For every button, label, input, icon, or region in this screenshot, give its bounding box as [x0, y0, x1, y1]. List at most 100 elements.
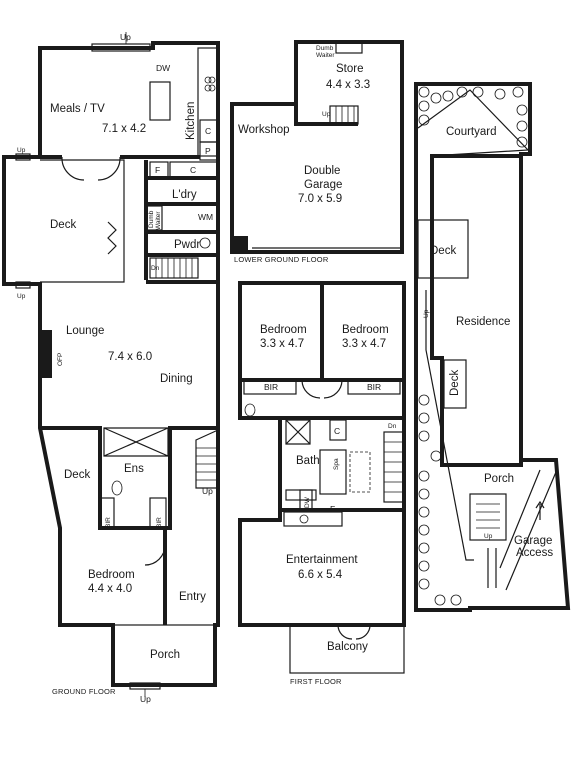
lounge-south-wall	[40, 426, 218, 530]
deck-label: Deck	[50, 219, 76, 231]
up-label-deck-top: Up	[17, 147, 26, 154]
dw-label: DW	[156, 63, 170, 73]
ground-floor-labels: Meals / TV 7.1 x 4.2 Kitchen DW C P F C …	[17, 32, 213, 704]
dn-label-ground: Dn	[151, 265, 160, 272]
garage-dims: 7.0 x 5.9	[298, 193, 342, 205]
garage-label-2: Garage	[304, 179, 342, 191]
courtyard-outline	[417, 89, 530, 157]
lounge-label: Lounge	[66, 325, 104, 337]
lower-ground-title: LOWER GROUND FLOOR	[234, 255, 329, 264]
balcony-outline	[289, 624, 405, 674]
site-porch-up-label: Up	[484, 533, 493, 540]
fireplace	[40, 330, 52, 378]
stairs-first	[383, 431, 405, 503]
dw-first	[299, 489, 313, 511]
meals-window	[91, 43, 151, 52]
entry-label: Entry	[179, 591, 206, 603]
site-trees	[418, 86, 528, 606]
ensuite-shower	[103, 427, 169, 457]
dumb-waiter-ground	[145, 205, 163, 231]
powder-label: Pwdr	[174, 239, 200, 251]
lower-ground-floor-plan	[230, 40, 404, 254]
garage-access-label-1: Garage	[514, 535, 552, 547]
dining-label: Dining	[160, 373, 193, 385]
bir-first-2	[347, 379, 401, 395]
lower-dumb-waiter-label-1: Dumb	[316, 45, 334, 52]
bath-shower	[285, 419, 311, 445]
site-boundary	[414, 82, 571, 612]
dumb-waiter-lower	[335, 42, 363, 54]
spa-tub	[319, 449, 347, 495]
site-porch-label: Porch	[484, 473, 514, 485]
garage-access-label-2: Access	[516, 547, 553, 559]
site-up-label: Up	[423, 309, 430, 318]
balcony-label: Balcony	[327, 641, 368, 653]
stairs-down-ground	[149, 257, 199, 279]
courtyard-label: Courtyard	[446, 126, 497, 138]
deck-bedroom-label: Deck	[64, 469, 90, 481]
site-plan-labels: Courtyard Deck Up Residence Deck Porch U…	[423, 126, 553, 559]
bedroom2-label: Bedroom	[342, 324, 389, 336]
garage-access-path	[499, 469, 557, 591]
residence-label: Residence	[456, 316, 510, 328]
store-stairs	[329, 105, 359, 125]
ground-floor-plan	[2, 32, 220, 697]
up-label-top: Up	[120, 32, 131, 42]
dumb-waiter-label-2: Waiter	[155, 211, 162, 230]
c-label-laundry: C	[190, 165, 196, 175]
entertainment-dims: 6.6 x 5.4	[298, 569, 343, 581]
kitchen-p-pantry	[199, 141, 219, 161]
site-deck2-label: Deck	[449, 370, 461, 396]
site-deck	[417, 219, 469, 279]
bir-first-1	[243, 379, 297, 395]
dn-label-first: Dn	[388, 423, 397, 430]
c-cupboard-laundry	[169, 161, 219, 179]
ensuite-label: Ens	[124, 463, 144, 475]
bedroom-dims: 4.4 x 4.0	[88, 583, 132, 595]
wm-label: WM	[198, 212, 213, 222]
c-label-kitchen: C	[205, 126, 211, 136]
bedroom-label: Bedroom	[88, 569, 135, 581]
entertainment-bench	[283, 511, 343, 527]
lower-up-label: Up	[322, 111, 331, 118]
lower-column	[234, 236, 248, 250]
bir-left	[99, 497, 115, 529]
f-label-first: F	[330, 504, 335, 514]
bir-label-left: BIR	[105, 517, 112, 528]
lounge-dims: 7.4 x 6.0	[108, 351, 152, 363]
f-label: F	[155, 165, 160, 175]
lower-ground-outer-wall	[230, 40, 404, 254]
laundry-label: L'dry	[172, 189, 197, 201]
bedroom2-dims: 3.3 x 4.7	[342, 338, 386, 350]
ofp-label: OFP	[57, 353, 64, 366]
bir-right	[149, 497, 167, 529]
meals-label: Meals / TV	[50, 103, 105, 115]
first-floor-plan	[238, 281, 406, 674]
workshop-label: Workshop	[238, 124, 290, 136]
dumb-waiter-label-1: Dumb	[148, 210, 155, 228]
residence-outline	[430, 154, 523, 467]
store-dims: 4.4 x 3.3	[326, 79, 370, 91]
deck-outline	[40, 159, 125, 283]
entertainment-label: Entertainment	[286, 554, 358, 566]
kitchen-label: Kitchen	[185, 102, 197, 140]
dw-label-first: DW	[304, 496, 311, 508]
site-porch-stairs	[469, 493, 507, 541]
first-floor-title: FIRST FLOOR	[290, 677, 342, 686]
bir-label-first-2: BIR	[367, 382, 381, 392]
bir-label-right: BIR	[156, 517, 163, 528]
c-label-first: C	[334, 426, 340, 436]
f-cupboard	[149, 161, 169, 179]
first-floor-labels: Bedroom 3.3 x 4.7 Bedroom 3.3 x 4.7 BIR …	[260, 324, 397, 686]
first-floor-outer-wall	[238, 281, 406, 627]
site-deck2	[443, 359, 467, 409]
store-label: Store	[336, 63, 364, 75]
site-deck-label: Deck	[430, 245, 456, 257]
kitchen-island	[149, 81, 171, 121]
lower-dumb-waiter-label-2: Waiter	[316, 52, 335, 59]
porch-label: Porch	[150, 649, 180, 661]
spa-label: Spa	[333, 458, 340, 470]
up-label-deck-bottom: Up	[17, 293, 26, 300]
bir-label-first-1: BIR	[264, 382, 278, 392]
